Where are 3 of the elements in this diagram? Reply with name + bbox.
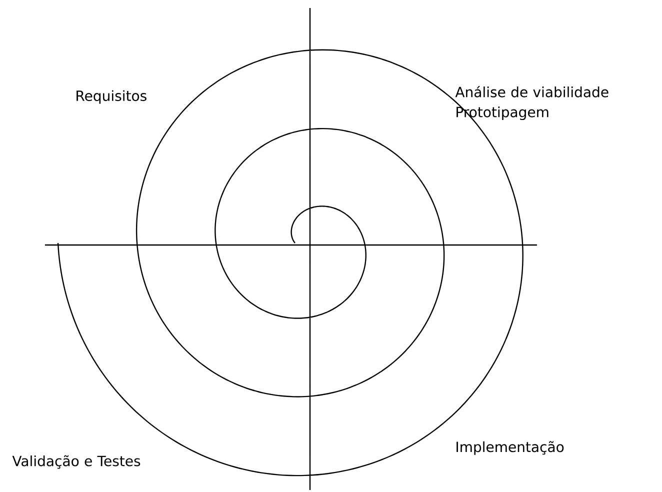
stage-label: Implementação (456, 441, 564, 455)
stage-label: Requisitos (76, 90, 146, 104)
stage-label: Validação e Testes (12, 455, 140, 469)
